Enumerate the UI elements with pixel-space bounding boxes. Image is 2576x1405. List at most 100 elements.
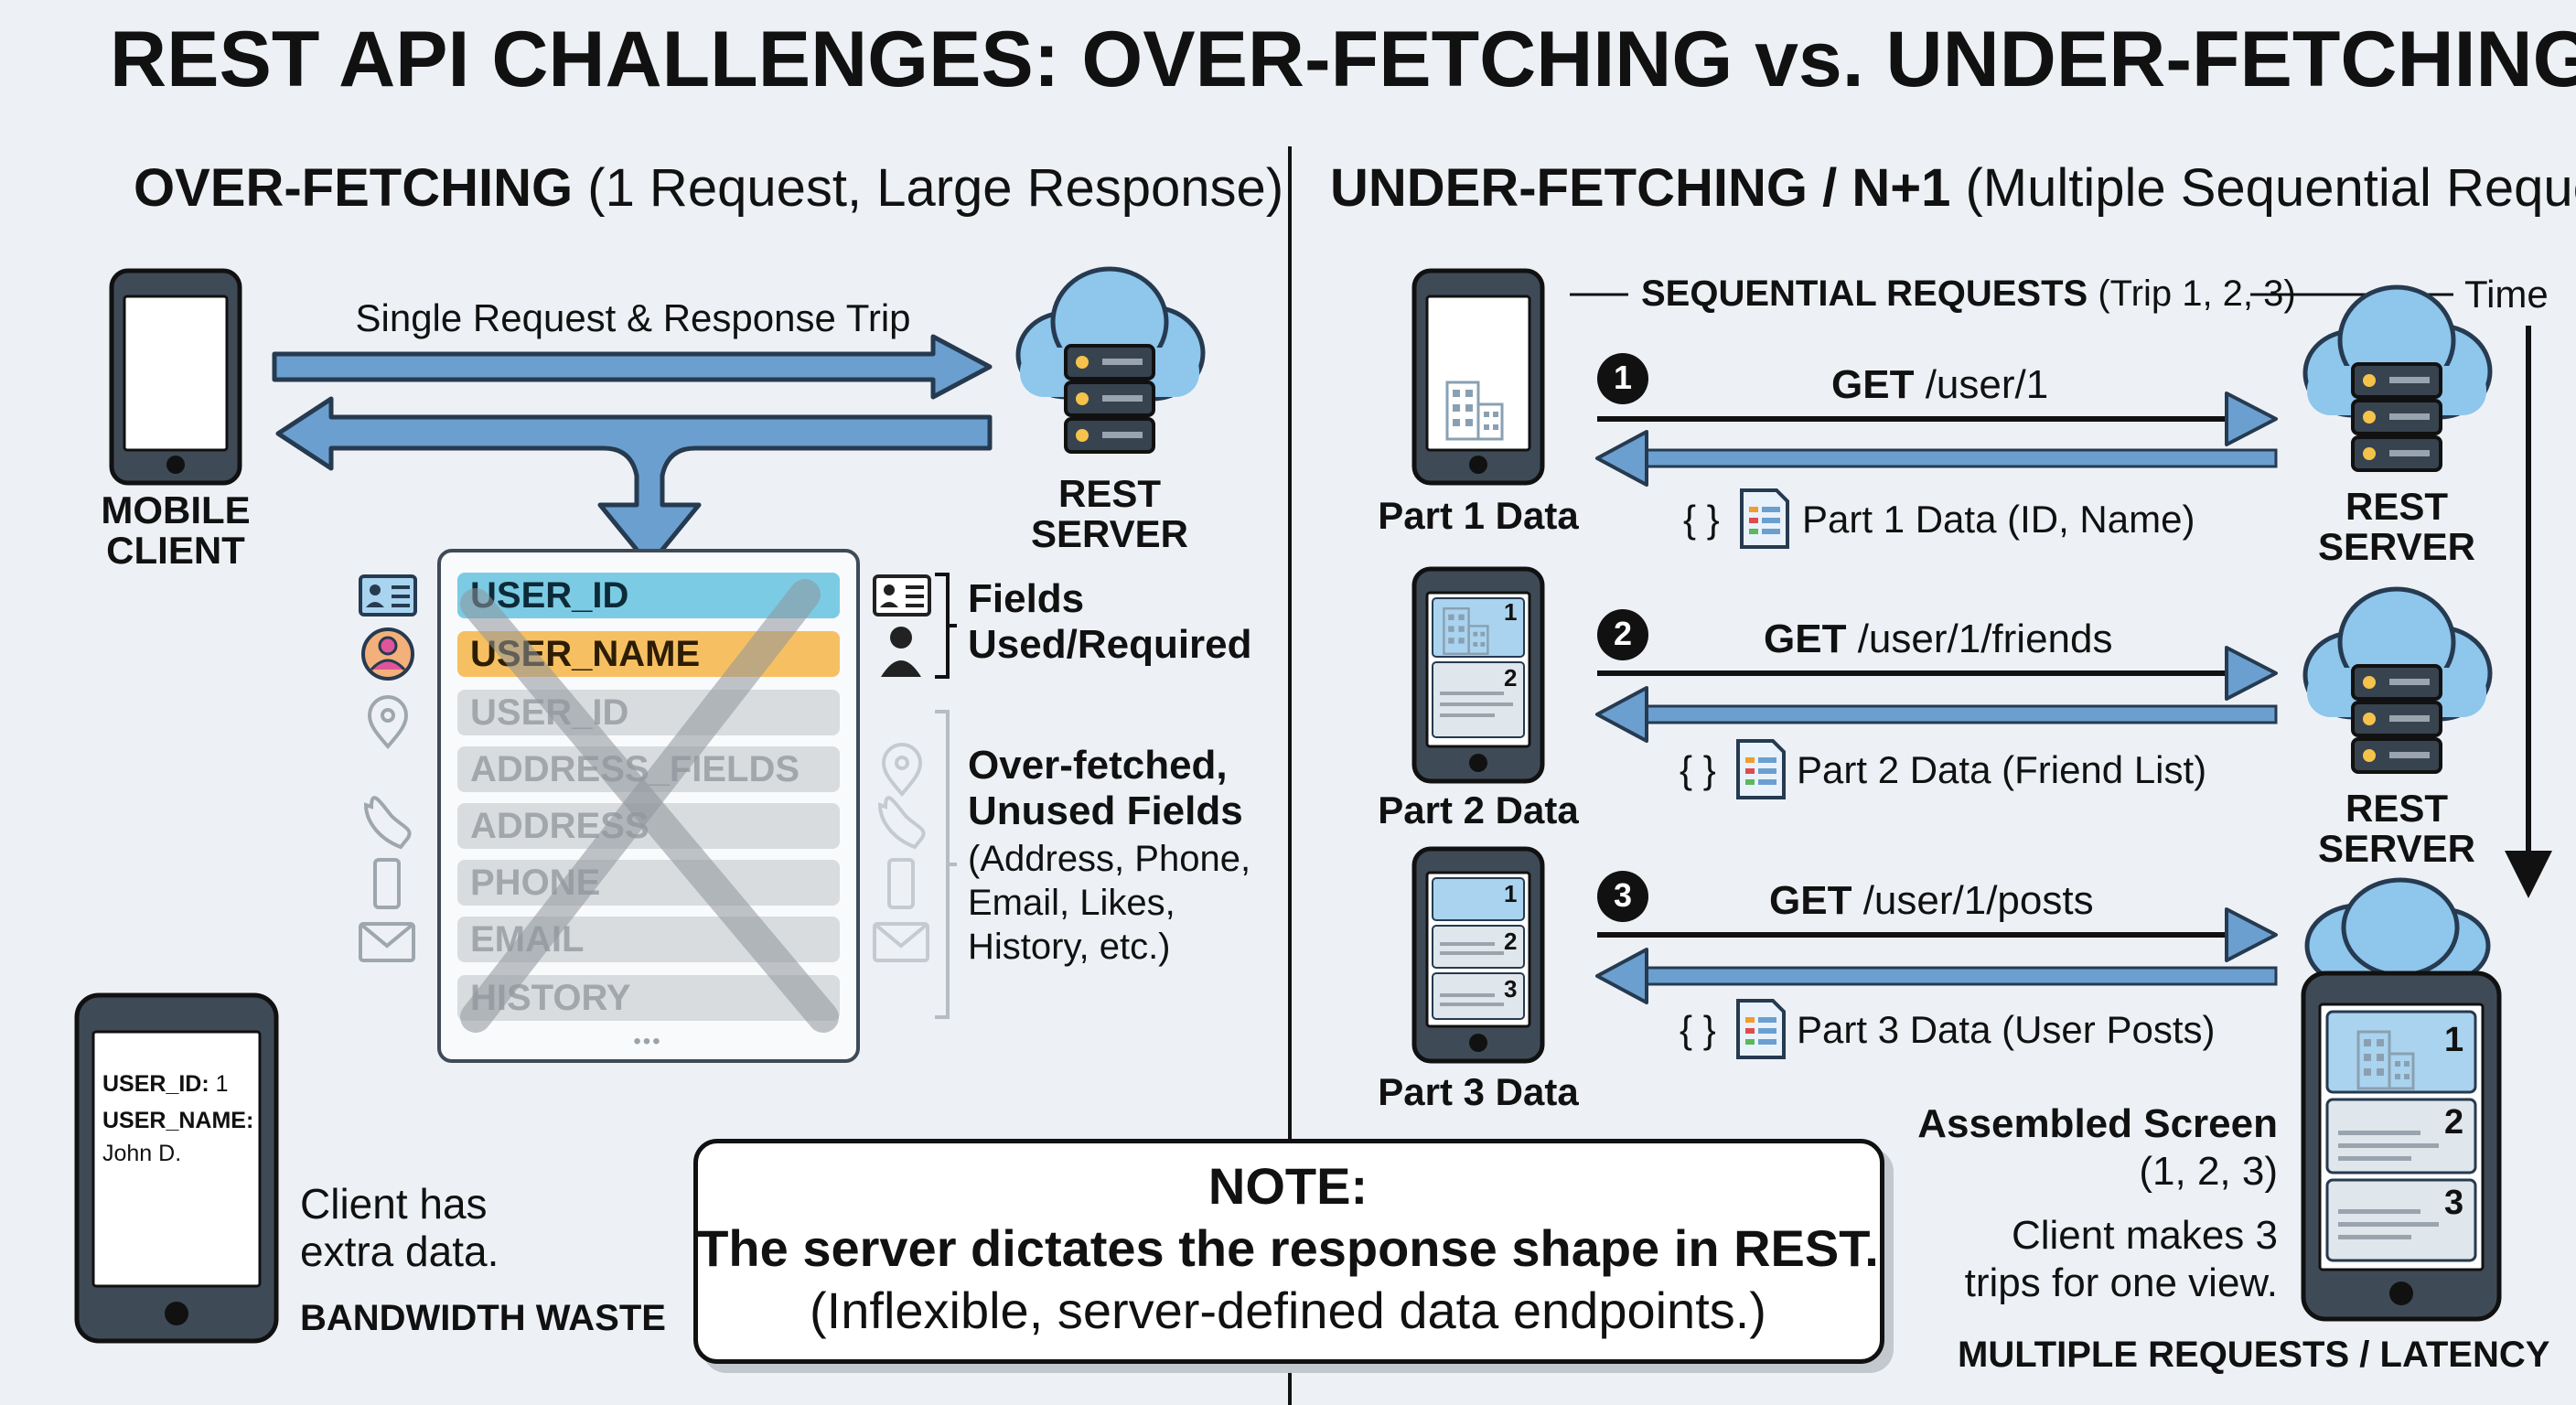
over-fetched-sub-2: Email, Likes, <box>968 883 1175 923</box>
rest-server-2-label-2: SERVER <box>2318 827 2475 870</box>
mobile-client-label-1: MOBILE <box>101 488 251 531</box>
latency-label: MULTIPLE REQUESTS / LATENCY <box>1958 1335 2550 1375</box>
person-icon <box>881 627 921 677</box>
request-2-label: GET /user/1/friends <box>1764 617 2113 661</box>
request-3-method: GET <box>1769 878 1852 923</box>
response-3-label: Part 3 Data (User Posts) <box>1797 1008 2216 1051</box>
assembled-screen-phone <box>2301 971 2502 1322</box>
mobile-client-device <box>109 268 242 486</box>
part-2-label: Part 2 Data <box>1378 788 1579 831</box>
bandwidth-waste-label: BANDWIDTH WASTE <box>300 1298 666 1338</box>
sequential-requests-rest: (Trip 1, 2, 3) <box>2098 273 2296 314</box>
over-fetched-label-1: Over-fetched, <box>968 743 1228 788</box>
email-envelope-icon-right <box>873 922 929 962</box>
time-arrow <box>2505 326 2552 898</box>
rest-server-2-label-1: REST <box>2345 787 2449 830</box>
location-pin-dot-right <box>895 756 909 770</box>
part-2-screen-num-2: 2 <box>1504 664 1518 692</box>
step-2-badge <box>1597 609 1648 660</box>
id-card-icon-right <box>873 574 931 617</box>
unused-fields-bracket <box>935 710 957 1019</box>
assembled-num-3: 3 <box>2444 1184 2464 1222</box>
note-box <box>693 1139 1884 1364</box>
over-fetched-sub-3: History, etc.) <box>968 927 1171 967</box>
client-trips-note-2: trips for one view. <box>1964 1260 2278 1305</box>
id-card-icon <box>359 574 417 617</box>
over-fetching-heading-bold: OVER-FETCHING <box>134 158 574 218</box>
used-fields-bracket <box>935 573 957 679</box>
request-row-2-arrows <box>1595 646 2278 743</box>
client-extra-note-1: Client has <box>300 1180 488 1228</box>
note-line-2: (Inflexible, server-defined data endpoin… <box>810 1282 1766 1339</box>
rest-server-label-2: SERVER <box>1031 512 1188 555</box>
rest-server-1-label-1: REST <box>2345 485 2449 528</box>
assembled-screen-sub: (1, 2, 3) <box>2139 1149 2278 1194</box>
client-trips-note-1: Client makes 3 <box>2011 1213 2278 1258</box>
phone-screen-line-1: USER_ID: 1 <box>102 1072 229 1096</box>
mobile-device-icon <box>373 858 401 909</box>
response-3-braces: { } <box>1680 1008 1716 1051</box>
over-fetching-heading-rest: (1 Request, Large Response) <box>587 158 1284 218</box>
used-fields-label-1: Fields <box>968 576 1085 621</box>
single-trip-label: Single Request & Response Trip <box>355 296 911 339</box>
email-envelope-flap-right <box>873 922 929 949</box>
part-3-screen-num-2: 2 <box>1504 928 1518 955</box>
request-row-3-arrows <box>1595 907 2278 1004</box>
user-avatar-icon <box>361 627 414 681</box>
part-3-phone <box>1411 846 1545 1064</box>
over-fetching-heading: OVER-FETCHING (1 Request, Large Response… <box>134 158 1284 218</box>
response-2-label: Part 2 Data (Friend List) <box>1797 748 2207 791</box>
sequential-requests-bold: SEQUENTIAL REQUESTS <box>1641 273 2088 314</box>
over-fetched-label-2: Unused Fields <box>968 788 1243 833</box>
email-envelope-icon <box>359 922 415 962</box>
cloud-icon-3 <box>2304 877 2491 989</box>
page-title: REST API CHALLENGES: OVER-FETCHING vs. U… <box>110 16 2576 103</box>
response-arrow <box>275 396 993 568</box>
over-fetched-sub-1: (Address, Phone, <box>968 839 1251 879</box>
mobile-device-icon-right <box>887 858 915 909</box>
phone-screen-val-1: 1 <box>209 1071 229 1097</box>
location-pin-icon <box>367 695 409 750</box>
response-1-label: Part 1 Data (ID, Name) <box>1802 498 2195 541</box>
request-row-1-arrows <box>1595 391 2278 487</box>
client-extra-note-2: extra data. <box>300 1228 499 1275</box>
time-label: Time <box>2464 273 2549 316</box>
phone-screen-line-3: John D. <box>102 1141 182 1166</box>
part-1-phone <box>1411 268 1545 486</box>
request-2-path: /user/1/friends <box>1857 617 2113 661</box>
request-3-label: GET /user/1/posts <box>1769 878 2094 923</box>
request-arrow <box>272 334 993 400</box>
part-2-screen-num-1: 1 <box>1504 598 1518 626</box>
under-fetching-heading: UNDER-FETCHING / N+1 (Multiple Sequentia… <box>1330 158 2576 218</box>
phone-handset-icon <box>363 796 412 850</box>
under-fetching-heading-rest: (Multiple Sequential Requests) <box>1965 158 2576 218</box>
step-1-badge <box>1597 353 1648 404</box>
response-1-braces: { } <box>1683 498 1720 541</box>
step-1-number: 1 <box>1613 359 1633 396</box>
step-2-number: 2 <box>1613 615 1633 652</box>
used-fields-label-2: Used/Required <box>968 622 1252 667</box>
step-3-badge <box>1597 871 1648 922</box>
client-result-phone <box>74 992 279 1344</box>
under-fetching-heading-bold: UNDER-FETCHING / N+1 <box>1330 158 1951 218</box>
field-user-id-unused: USER_ID <box>457 690 840 735</box>
request-1-path: /user/1 <box>1925 362 2049 407</box>
sequential-requests-label: SEQUENTIAL REQUESTS (Trip 1, 2, 3) <box>1641 274 2296 313</box>
note-title: NOTE: <box>1208 1157 1368 1215</box>
location-pin-icon-right <box>881 743 923 798</box>
location-pin-dot <box>381 708 395 723</box>
more-fields-ellipsis: ••• <box>633 1029 662 1054</box>
assembled-screen-label: Assembled Screen <box>1917 1101 2278 1146</box>
part-2-phone <box>1411 566 1545 784</box>
note-line-1: The server dictates the response shape i… <box>697 1219 1879 1277</box>
request-1-label: GET /user/1 <box>1831 362 2049 407</box>
assembled-num-1: 1 <box>2444 1021 2464 1059</box>
email-envelope-flap <box>359 922 415 949</box>
response-2-braces: { } <box>1680 748 1716 791</box>
assembled-num-2: 2 <box>2444 1103 2464 1142</box>
part-3-screen-num-3: 3 <box>1504 975 1518 1003</box>
phone-screen-key-1: USER_ID: <box>102 1071 209 1097</box>
phone-screen-line-2: USER_NAME: <box>102 1108 254 1133</box>
